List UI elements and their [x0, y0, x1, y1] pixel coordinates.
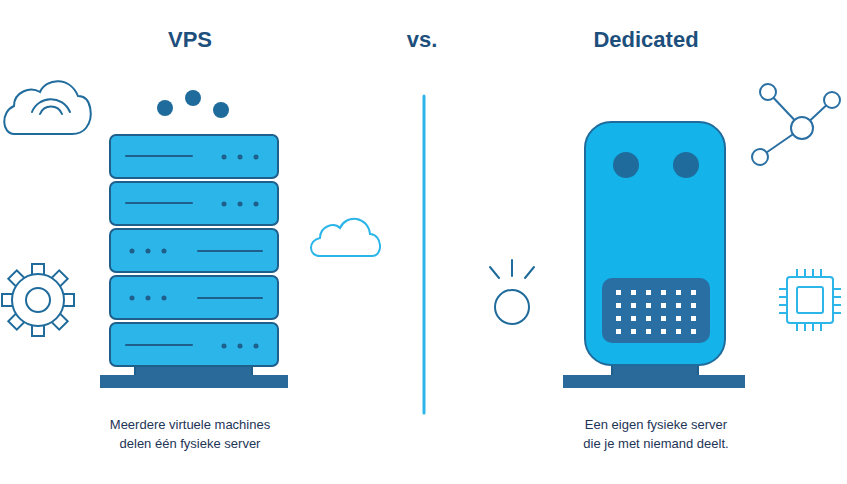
hole [691, 290, 696, 295]
hole [691, 316, 696, 321]
grille-holes [616, 290, 696, 334]
cloud-icon-small [311, 219, 380, 256]
spark [525, 267, 534, 278]
gear-body [12, 274, 64, 326]
server-base [563, 375, 745, 388]
server-unit [110, 323, 278, 366]
network-node [824, 92, 840, 108]
hole [646, 290, 651, 295]
slot-line [198, 297, 262, 299]
spark [511, 260, 513, 276]
led [162, 296, 167, 301]
gear-hole [26, 288, 50, 312]
slot-line [126, 344, 192, 346]
led [238, 344, 243, 349]
chip-icon [779, 269, 841, 331]
hole [616, 316, 621, 321]
vps-server-stack [100, 135, 288, 388]
hole [676, 303, 681, 308]
led [130, 296, 135, 301]
chip-core [797, 287, 823, 313]
slot-line [126, 155, 192, 157]
hole [661, 329, 666, 334]
hole [661, 303, 666, 308]
dot [157, 100, 173, 116]
led [254, 344, 259, 349]
column-heading: VPS [110, 27, 270, 53]
led [254, 155, 259, 160]
dot [213, 102, 229, 118]
server-button [613, 152, 639, 178]
hole [676, 316, 681, 321]
bulb [495, 290, 529, 324]
server-unit [110, 182, 278, 225]
led [238, 155, 243, 160]
network-node [791, 117, 813, 139]
hole [631, 303, 636, 308]
led [222, 344, 227, 349]
chip-body [787, 277, 833, 323]
hole [616, 329, 621, 334]
led [222, 155, 227, 160]
chip-pins [779, 269, 841, 331]
led [146, 249, 151, 254]
hole [691, 303, 696, 308]
hole [676, 290, 681, 295]
hole [676, 329, 681, 334]
hole [661, 290, 666, 295]
hole [616, 290, 621, 295]
column-heading: Dedicated [546, 27, 746, 53]
hole [631, 329, 636, 334]
network-node [752, 149, 768, 165]
hole [691, 329, 696, 334]
network-node [760, 84, 776, 100]
divider-line [423, 96, 426, 413]
server-unit [110, 229, 278, 272]
network-icon [752, 84, 840, 165]
led [238, 202, 243, 207]
server-unit [110, 276, 278, 319]
server-grille [602, 278, 710, 343]
server-tower [585, 122, 725, 365]
hole [616, 303, 621, 308]
led [254, 202, 259, 207]
led [222, 202, 227, 207]
server-unit [110, 135, 278, 178]
hole [631, 290, 636, 295]
slot-line [198, 250, 262, 252]
cloud-icon [4, 81, 90, 134]
server-details [126, 155, 262, 349]
dot [185, 90, 201, 106]
led [130, 249, 135, 254]
server-base [100, 375, 288, 388]
gear-icon [2, 264, 74, 336]
hole [646, 316, 651, 321]
caption-text: Een eigen fysieke server die je met niem… [575, 415, 737, 453]
versus-label: vs. [382, 27, 462, 53]
caption-text: Meerdere virtuele machines delen één fys… [95, 415, 285, 453]
hole [646, 303, 651, 308]
slot-line [126, 202, 192, 204]
led [146, 296, 151, 301]
cloud-outline [4, 81, 90, 134]
cloud-arc [40, 107, 62, 115]
led [162, 249, 167, 254]
hole [631, 316, 636, 321]
spark [490, 267, 499, 278]
dedicated-server [563, 122, 745, 388]
hole [646, 329, 651, 334]
hole [661, 316, 666, 321]
dots [157, 90, 229, 118]
idea-icon [490, 260, 534, 324]
server-button [673, 152, 699, 178]
